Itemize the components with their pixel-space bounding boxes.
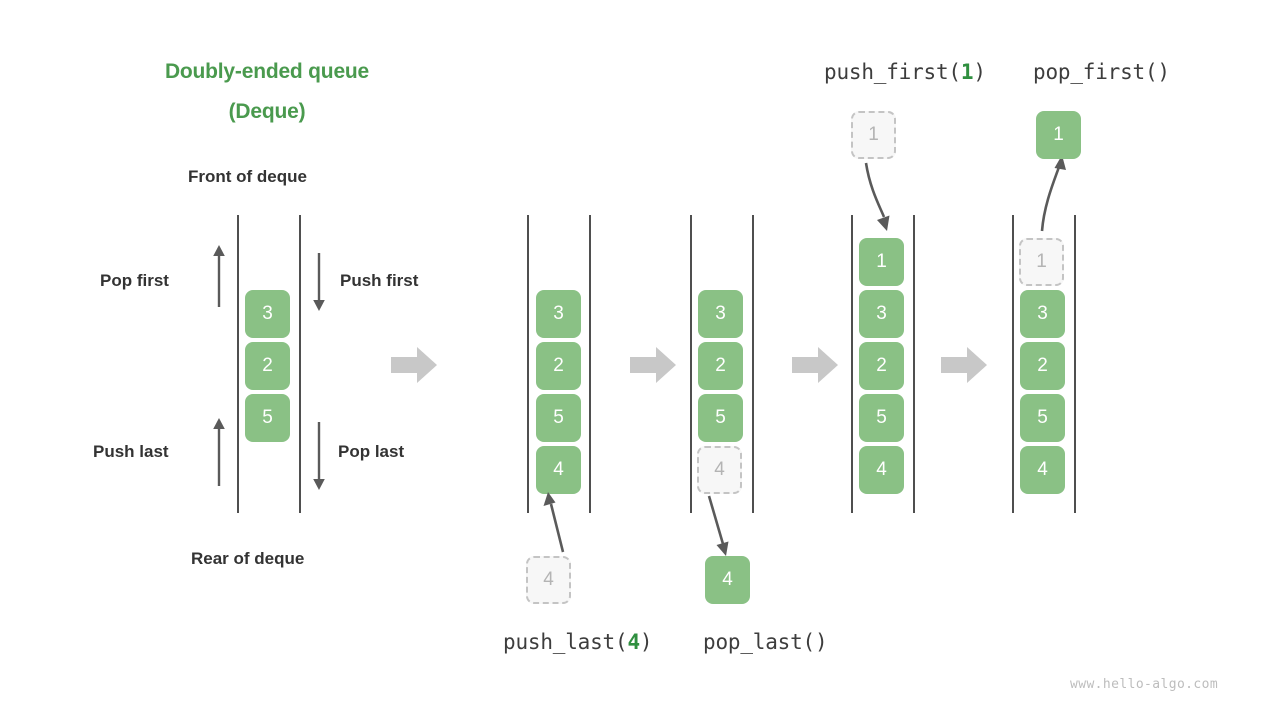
- push-first-flow-arrow: [858, 162, 900, 233]
- deque-item: 3: [698, 290, 743, 338]
- deque-item: 1: [859, 238, 904, 286]
- pop-last-operation-label: pop_last(): [703, 630, 828, 654]
- deque-item: 4: [1020, 446, 1065, 494]
- deque-rail-right: [1074, 215, 1076, 513]
- deque-item: 3: [1020, 290, 1065, 338]
- deque-item: 2: [698, 342, 743, 390]
- deque-item: 3: [245, 290, 290, 338]
- push-last-input-box: 4: [526, 556, 571, 604]
- deque-item: 4: [536, 446, 581, 494]
- pop-last-output-box: 4: [705, 556, 750, 604]
- deque-item: 5: [245, 394, 290, 442]
- push-first-arrow-down: [310, 253, 328, 311]
- pop-first-operation-label: pop_first(): [1033, 60, 1170, 84]
- deque-item-removed: 1: [1019, 238, 1064, 286]
- transition-arrow-icon: [391, 345, 437, 385]
- pop-first-flow-arrow: [1030, 155, 1074, 233]
- deque-item: 5: [859, 394, 904, 442]
- deque-item: 2: [1020, 342, 1065, 390]
- deque-item-removed: 4: [697, 446, 742, 494]
- deque-rail-left: [690, 215, 692, 513]
- deque-rail-right: [299, 215, 301, 513]
- deque-item: 2: [859, 342, 904, 390]
- push-first-input-box: 1: [851, 111, 896, 159]
- deque-item: 2: [245, 342, 290, 390]
- rear-of-deque-label: Rear of deque: [191, 549, 305, 568]
- deque-item: 5: [536, 394, 581, 442]
- push-first-operation-label: push_first(1): [824, 60, 986, 84]
- push-first-op-close: ): [973, 60, 986, 84]
- push-last-flow-arrow: [540, 490, 570, 553]
- deque-item: 4: [859, 446, 904, 494]
- push-last-op-name: push_last(: [503, 630, 628, 654]
- push-last-op-close: ): [639, 630, 653, 654]
- transition-arrow-icon: [792, 345, 838, 385]
- deque-rail-right: [752, 215, 754, 513]
- push-last-label: Push last: [93, 442, 169, 461]
- push-first-op-name: push_first(: [824, 60, 961, 84]
- transition-arrow-icon: [630, 345, 676, 385]
- deque-rail-left: [851, 215, 853, 513]
- page-title-line1: Doubly-ended queue: [164, 60, 370, 83]
- deque-item: 2: [536, 342, 581, 390]
- page-title-line2: (Deque): [228, 100, 306, 123]
- push-last-operation-label: push_last(4): [503, 630, 653, 654]
- transition-arrow-icon: [941, 345, 987, 385]
- push-last-arrow-up: [210, 418, 228, 486]
- front-of-deque-label: Front of deque: [188, 167, 307, 186]
- push-first-label: Push first: [340, 271, 419, 290]
- pop-first-label: Pop first: [100, 271, 169, 290]
- deque-rail-right: [913, 215, 915, 513]
- deque-item: 3: [536, 290, 581, 338]
- deque-rail-left: [1012, 215, 1014, 513]
- push-first-op-arg: 1: [960, 60, 974, 84]
- pop-last-flow-arrow: [700, 495, 736, 558]
- pop-first-output-box: 1: [1036, 111, 1081, 159]
- deque-rail-left: [237, 215, 239, 513]
- deque-rail-left: [527, 215, 529, 513]
- pop-last-arrow-down: [310, 422, 328, 490]
- watermark: www.hello-algo.com: [1070, 677, 1219, 692]
- deque-rail-right: [589, 215, 591, 513]
- deque-item: 3: [859, 290, 904, 338]
- deque-item: 5: [698, 394, 743, 442]
- deque-item: 5: [1020, 394, 1065, 442]
- pop-last-label: Pop last: [338, 442, 405, 461]
- pop-first-arrow-up: [210, 245, 228, 307]
- push-last-op-arg: 4: [627, 630, 640, 654]
